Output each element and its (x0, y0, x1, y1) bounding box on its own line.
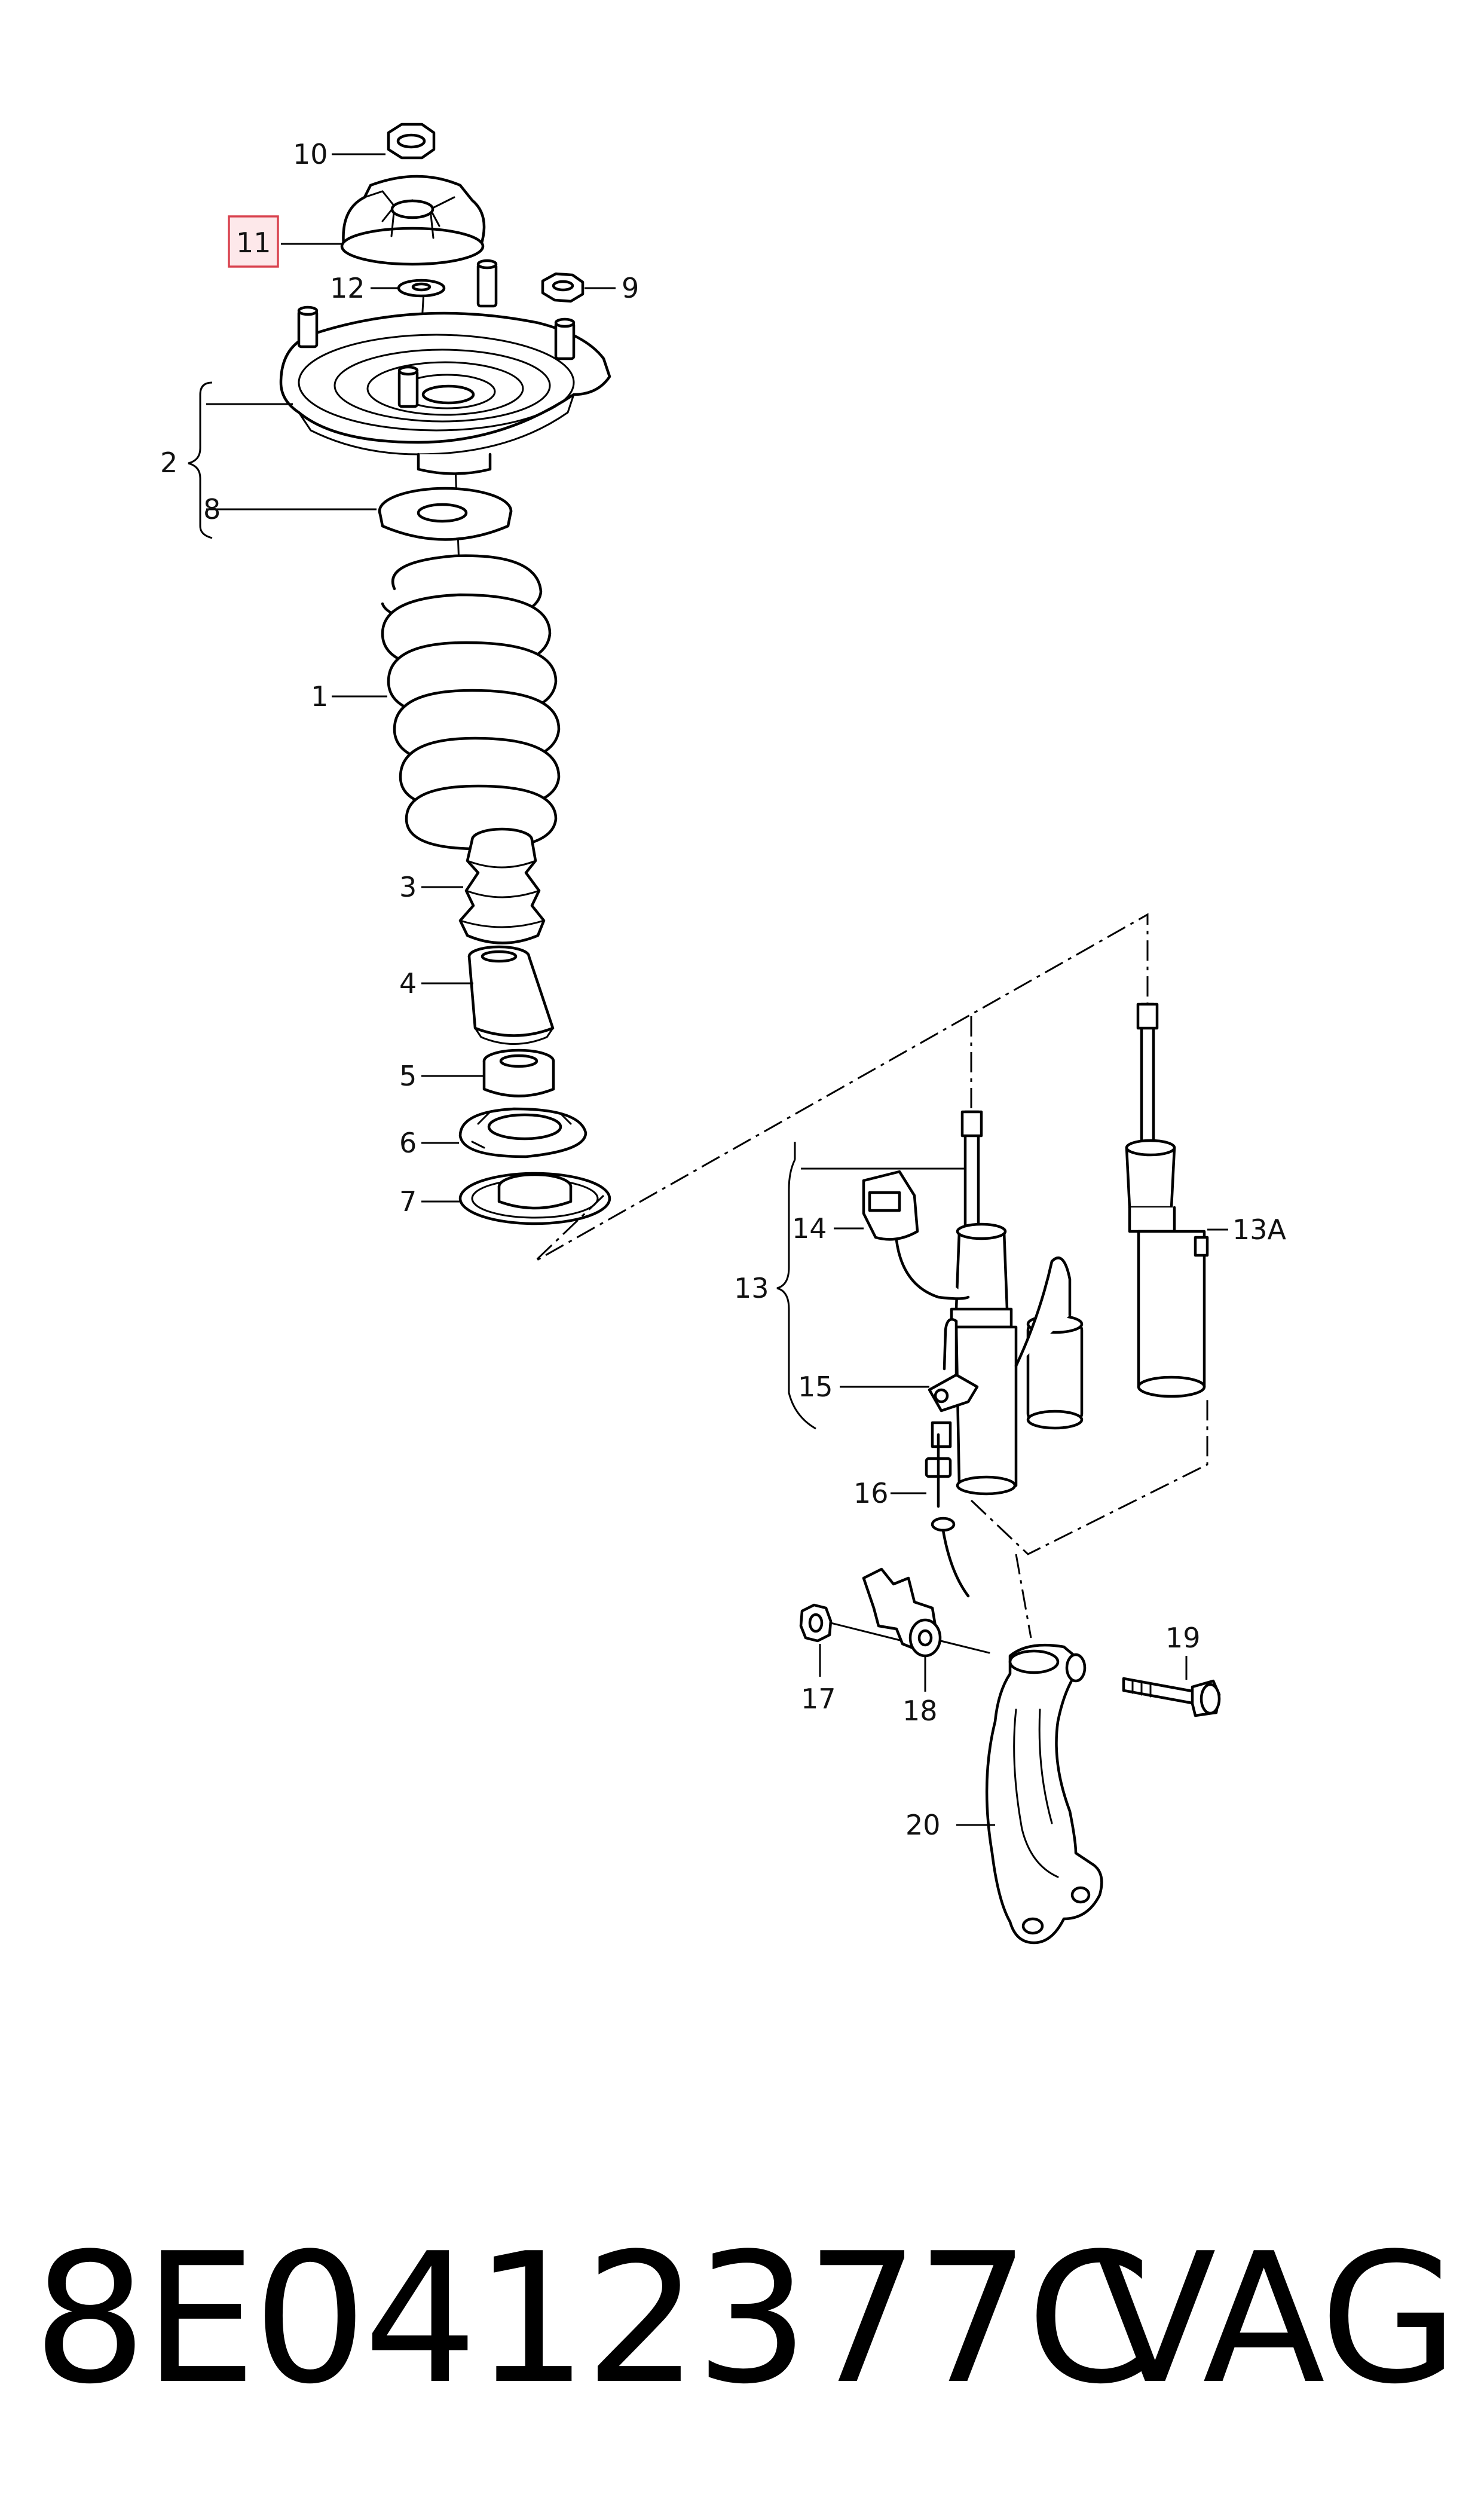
callout-18: 18 (902, 1695, 938, 1727)
part-3-bump-stop: 3 (399, 827, 546, 944)
part-number: 8E0412377C (33, 2215, 1152, 2423)
callout-7: 7 (399, 1185, 417, 1218)
part-13-shock-absorber: 13 (734, 1110, 1084, 1496)
brand-name: VAG (1094, 2215, 1458, 2423)
callout-17: 17 (801, 1683, 836, 1715)
callout-10: 10 (293, 138, 328, 170)
part-10-top-nut: 10 (293, 123, 436, 170)
callout-11: 11 (236, 227, 271, 259)
callout-12: 12 (330, 272, 365, 304)
callout-1: 1 (311, 680, 328, 713)
part-19-bolt: 19 (1122, 1622, 1221, 1717)
part-11-strut-mount: 11 (228, 175, 486, 268)
callout-19: 19 (1165, 1622, 1201, 1654)
part-13a-alt-shock: 13A (1125, 1002, 1287, 1398)
part-15-bracket-clip: 15 (798, 1317, 979, 1413)
suspension-exploded-diagram: 10 11 12 9 2 (160, 123, 1287, 1945)
upper-mount-plate (206, 259, 611, 475)
callout-13: 13 (734, 1272, 769, 1304)
callout-11-highlight (228, 215, 279, 268)
part-1-coil-spring: 1 (311, 554, 561, 851)
part-7-dust-cap: 7 (399, 1172, 611, 1225)
part-17-nut: 17 (799, 1603, 904, 1715)
callout-8: 8 (203, 493, 221, 525)
part-5-bearing: 5 (399, 1048, 555, 1097)
callout-4: 4 (399, 967, 417, 999)
part-9-nut: 9 (541, 272, 639, 304)
callout-6: 6 (399, 1127, 417, 1159)
callout-2: 2 (160, 447, 178, 479)
callout-16: 16 (853, 1477, 889, 1509)
part-4-dust-boot: 4 (399, 945, 555, 1045)
part-14-connector: 14 (792, 1170, 970, 1300)
part-8-spring-seat: 8 (203, 487, 513, 541)
callout-9: 9 (622, 272, 639, 304)
callout-3: 3 (399, 871, 417, 903)
part-18-bracket: 18 (862, 1567, 990, 1727)
part-16-sensor-line: 16 (853, 1421, 970, 1598)
callout-14: 14 (792, 1212, 827, 1245)
part-2-bracket: 2 (160, 381, 213, 539)
callout-15: 15 (798, 1371, 833, 1403)
footer: 8E0412377C VAG (0, 2152, 1484, 2487)
part-6-lower-seat: 6 (399, 1107, 588, 1159)
callout-13a: 13A (1232, 1213, 1287, 1246)
callout-5: 5 (399, 1060, 417, 1092)
callout-20: 20 (905, 1809, 941, 1841)
part-20-control-arm: 20 (905, 1643, 1103, 1945)
part-12-washer: 12 (330, 272, 446, 304)
